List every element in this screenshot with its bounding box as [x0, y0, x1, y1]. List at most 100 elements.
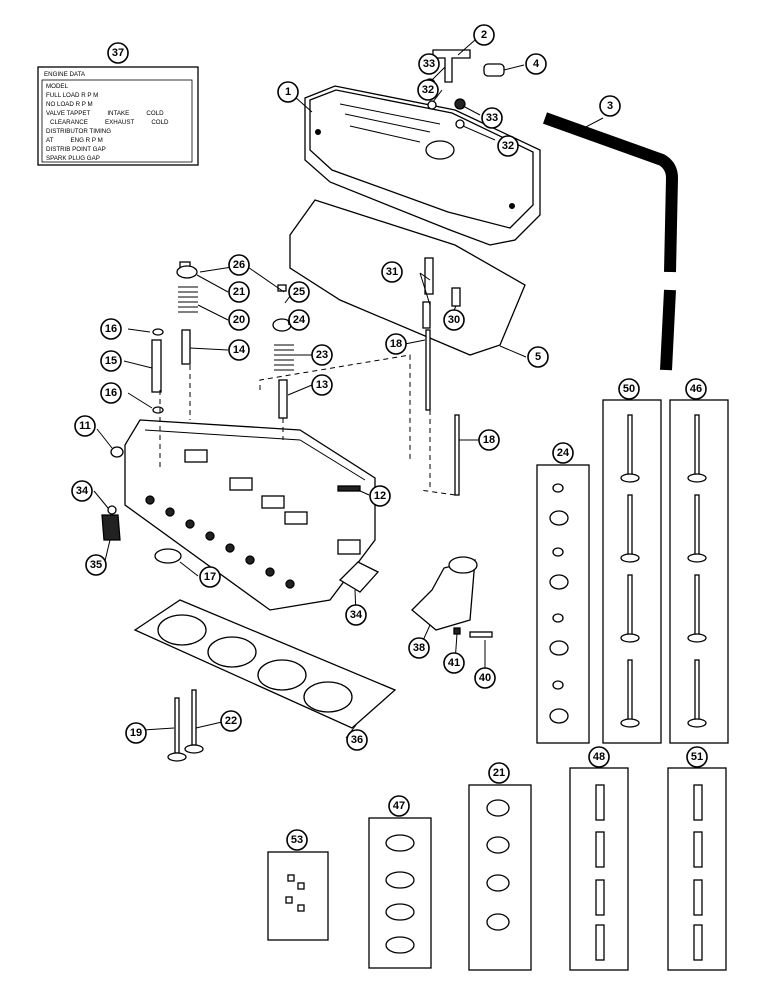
svg-text:53: 53 [291, 834, 303, 846]
svg-text:41: 41 [448, 657, 460, 669]
plate-line: MODEL [46, 83, 69, 90]
plate-line: DISTRIBUTOR TIMING [46, 128, 111, 135]
lock-washer [453, 627, 461, 635]
svg-text:3: 3 [607, 100, 613, 112]
svg-text:32: 32 [422, 84, 434, 96]
svg-text:4: 4 [533, 58, 540, 70]
plate-line: CLEARANCE EXHAUST COLD [50, 119, 169, 126]
callout-48: 48 [588, 746, 610, 768]
svg-text:2: 2 [481, 29, 487, 41]
svg-text:24: 24 [557, 447, 570, 459]
callout-1: 1 [277, 81, 299, 103]
svg-text:37: 37 [112, 47, 124, 59]
svg-text:34: 34 [76, 485, 89, 497]
kit-card-51 [667, 767, 727, 971]
callout-13: 13 [311, 374, 333, 396]
svg-text:48: 48 [593, 751, 605, 763]
callout-18: 18 [478, 429, 500, 451]
svg-text:15: 15 [105, 355, 117, 367]
callout-24: 24 [288, 309, 310, 331]
callout-2: 2 [473, 24, 495, 46]
callout-25: 25 [288, 281, 310, 303]
kit-card-46 [669, 399, 729, 744]
svg-text:16: 16 [105, 323, 117, 335]
svg-text:11: 11 [79, 420, 91, 432]
plate-line: VALVE TAPPET INTAKE COLD [46, 110, 164, 117]
callout-12: 12 [369, 485, 391, 507]
head-gasket [133, 599, 397, 729]
callout-36: 36 [346, 729, 368, 751]
callout-32: 32 [417, 79, 439, 101]
callout-24: 24 [552, 442, 574, 464]
valve-cover [304, 85, 541, 246]
valve-train-parts [151, 257, 461, 496]
callout-46: 46 [685, 378, 707, 400]
svg-text:33: 33 [486, 112, 498, 124]
plate-line: AT ENG R P M [46, 137, 103, 144]
bolt [469, 631, 493, 638]
svg-text:30: 30 [448, 314, 460, 326]
svg-text:17: 17 [204, 571, 216, 583]
callout-22: 22 [220, 710, 242, 732]
callout-20: 20 [228, 309, 250, 331]
svg-text:40: 40 [479, 672, 491, 684]
callout-37: 37 [107, 42, 129, 64]
engine-data-plate: ENGINE DATA MODEL FULL LOAD R P M NO LOA… [37, 66, 199, 166]
svg-text:18: 18 [390, 338, 402, 350]
washer [455, 119, 465, 129]
callout-51: 51 [686, 746, 708, 768]
svg-text:33: 33 [423, 58, 435, 70]
callout-16: 16 [100, 382, 122, 404]
svg-text:46: 46 [690, 383, 702, 395]
callout-34: 34 [71, 480, 93, 502]
breather-tube-end [660, 289, 676, 371]
callout-34: 34 [345, 604, 367, 626]
kit-card-21 [468, 784, 532, 971]
callout-3: 3 [599, 95, 621, 117]
callout-21: 21 [488, 762, 510, 784]
callout-47: 47 [388, 795, 410, 817]
valve-cover-gasket [289, 199, 526, 356]
svg-text:21: 21 [493, 767, 505, 779]
plate-line: DISTRIB POINT GAP [46, 146, 106, 153]
svg-text:12: 12 [374, 490, 386, 502]
svg-text:26: 26 [233, 259, 245, 271]
svg-text:35: 35 [90, 559, 102, 571]
stud [337, 485, 361, 492]
svg-text:18: 18 [483, 434, 495, 446]
kit-card-47 [368, 817, 432, 969]
loose-valves [167, 689, 204, 762]
svg-text:14: 14 [233, 344, 246, 356]
kit-card-50 [602, 399, 662, 744]
callout-23: 23 [311, 344, 333, 366]
callout-4: 4 [525, 53, 547, 75]
plate-line: NO LOAD R P M [46, 101, 93, 108]
nut [454, 98, 466, 110]
callout-17: 17 [199, 566, 221, 588]
callout-5: 5 [527, 346, 549, 368]
callout-50: 50 [618, 378, 640, 400]
svg-text:19: 19 [130, 727, 142, 739]
plate-header: ENGINE DATA [44, 71, 86, 78]
kit-card-48 [569, 767, 629, 971]
svg-text:23: 23 [316, 349, 328, 361]
breather-tube [542, 112, 679, 273]
svg-text:24: 24 [293, 314, 306, 326]
callout-53: 53 [286, 829, 308, 851]
svg-text:1: 1 [285, 86, 291, 98]
callout-38: 38 [408, 637, 430, 659]
svg-text:21: 21 [233, 286, 245, 298]
washer [427, 100, 437, 110]
svg-text:20: 20 [233, 314, 245, 326]
callout-32: 32 [497, 135, 519, 157]
svg-text:25: 25 [293, 286, 305, 298]
svg-text:16: 16 [105, 387, 117, 399]
callout-41: 41 [443, 652, 465, 674]
svg-text:47: 47 [393, 800, 405, 812]
svg-text:31: 31 [386, 266, 398, 278]
svg-text:32: 32 [502, 140, 514, 152]
expansion-plug [110, 446, 124, 458]
callout-18: 18 [385, 333, 407, 355]
outlet-gasket [338, 561, 380, 593]
